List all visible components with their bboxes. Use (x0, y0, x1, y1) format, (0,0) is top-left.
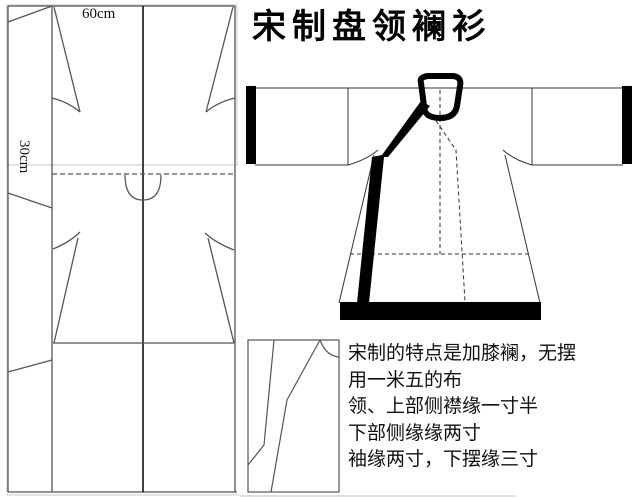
note-line: 用一米五的布 (348, 368, 463, 391)
cutting-layout (6, 4, 240, 496)
page-title: 宋制盘领襕衫 (252, 7, 492, 47)
garment-trim (246, 86, 632, 320)
garment-illustration (255, 87, 623, 304)
sleeve-dimension-label: 30cm (16, 140, 32, 174)
width-dimension-label: 60cm (82, 6, 116, 22)
note-line: 下部侧缘缘两寸 (348, 421, 482, 444)
note-line: 宋制的特点是加膝襕，无摆 (348, 342, 577, 364)
note-line: 领、上部侧襟缘一寸半 (348, 395, 539, 417)
lapel-pattern-piece (247, 339, 340, 493)
note-line: 袖缘两寸，下摆缘三寸 (348, 448, 539, 470)
round-collar (417, 73, 464, 122)
construction-notes: 宋制的特点是加膝襕，无摆 用一米五的布 领、上部侧襟缘一寸半 下部侧缘缘两寸 袖… (348, 340, 638, 473)
